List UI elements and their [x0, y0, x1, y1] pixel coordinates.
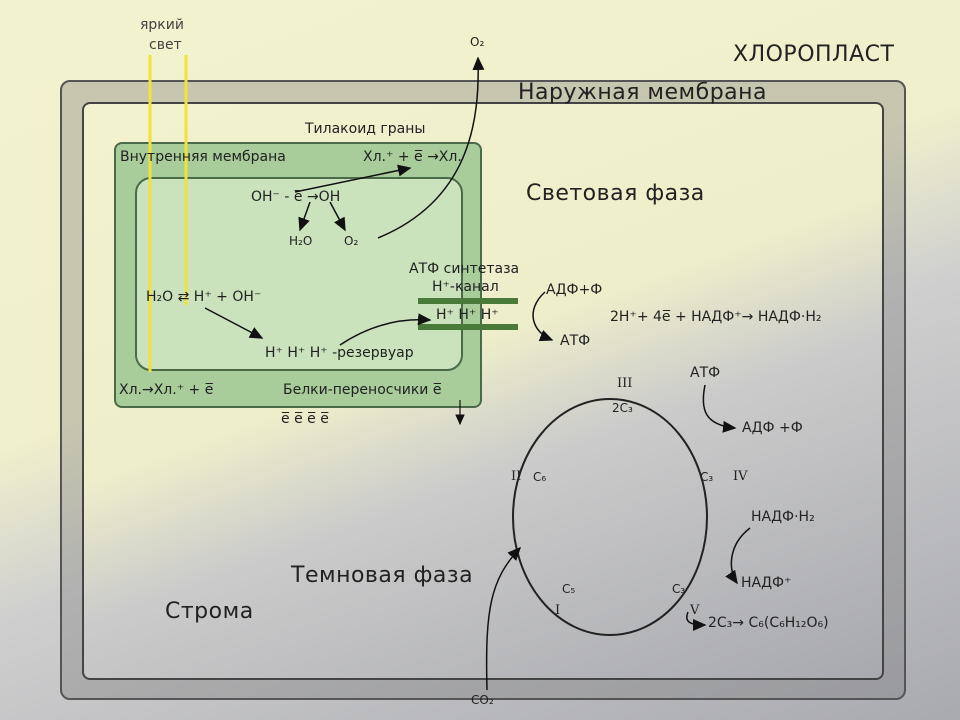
- channel-bar-top: [418, 298, 518, 304]
- cycle-c3-bottom: C₃: [672, 582, 686, 596]
- cycle-nadph: НАДФ·H₂: [751, 509, 815, 525]
- channel-protons: H⁺ H⁺ H⁺: [436, 307, 499, 323]
- cycle-atp: АТФ: [690, 365, 721, 381]
- proton-reservoir: H⁺ H⁺ H⁺ -резервуар: [265, 345, 414, 361]
- cycle-c5: C₅: [562, 582, 576, 596]
- carrier-proteins: Белки-переносчики e̅: [283, 382, 442, 398]
- stage-IV: IV: [733, 469, 748, 484]
- stage-V: V: [690, 603, 700, 618]
- chlorophyll-excite: Хл.⁺ + e̅ →Хл.: [363, 149, 462, 165]
- o2-product: O₂: [344, 234, 359, 248]
- stroma-label: Строма: [165, 599, 254, 624]
- cycle-adp: АДФ +Ф: [742, 420, 803, 436]
- outer-membrane-label: Наружная мембрана: [518, 80, 768, 105]
- stage-III: III: [617, 376, 633, 391]
- adp-light: АДФ+Ф: [546, 282, 603, 298]
- cycle-2c3-top: 2C₃: [612, 401, 633, 415]
- thylakoid-inner: [135, 177, 463, 371]
- bright-light-line1: яркий: [140, 17, 184, 33]
- dark-phase-label: Темновая фаза: [291, 563, 474, 588]
- inner-membrane-label: Внутренняя мембрана: [120, 149, 286, 165]
- cycle-c6: C₆: [533, 470, 547, 484]
- electrons-row: e̅ e̅ e̅ e̅: [281, 411, 329, 427]
- channel-bar-bottom: [418, 324, 518, 330]
- cycle-c3-right: C₃: [700, 470, 714, 484]
- co2-label: CO₂: [471, 693, 494, 707]
- water-split: H₂O ⇄ H⁺ + OH⁻: [146, 289, 262, 305]
- h-channel-label: H⁺-канал: [432, 279, 499, 295]
- bright-light-line2: свет: [149, 37, 182, 53]
- glucose-product: 2C₃→ C₆(C₆H₁₂O₆): [708, 615, 829, 631]
- h2o-product: H₂O: [289, 234, 313, 248]
- thylakoid-label: Тилакоид граны: [305, 121, 426, 137]
- nadp-reaction: 2H⁺+ 4e̅ + НАДФ⁺→ НАДФ·H₂: [610, 309, 822, 325]
- stage-I: I: [555, 603, 561, 618]
- chloroplast-title: ХЛОРОПЛАСТ: [733, 42, 895, 67]
- chlorophyll-bottom: Хл.→Хл.⁺ + e̅: [119, 382, 214, 398]
- o2-top-label: O₂: [470, 35, 485, 49]
- oh-reaction: OH⁻ - e̅ →OH: [251, 189, 341, 205]
- light-phase-label: Световая фаза: [526, 181, 705, 206]
- stage-II: II: [511, 469, 522, 484]
- atp-synthase-label: АТФ синтетаза: [409, 261, 520, 277]
- atp-light: АТФ: [560, 333, 591, 349]
- cycle-nadp: НАДФ⁺: [741, 575, 792, 591]
